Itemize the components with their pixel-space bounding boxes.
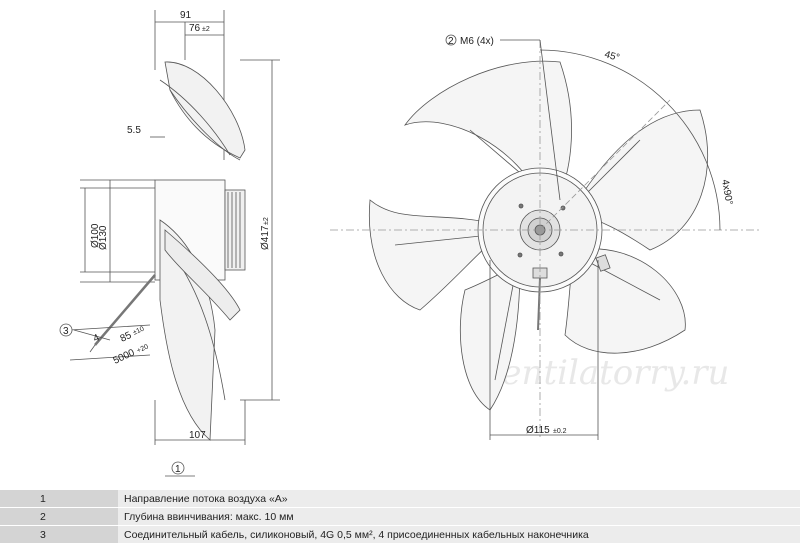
callout-3: 3: [63, 326, 69, 337]
note-text: Глубина ввинчивания: макс. 10 мм: [118, 507, 800, 526]
fan-blade: [564, 248, 686, 354]
note-text: Соединительный кабель, силиконовый, 4G 0…: [118, 525, 800, 544]
side-view: [59, 10, 280, 477]
fan-blade: [574, 109, 708, 251]
dim-5-5: 5.5: [127, 125, 141, 136]
dim-76: 76: [189, 23, 201, 34]
callout-2: 2: [448, 36, 454, 47]
dim-76-tol: ±2: [202, 26, 210, 33]
dim-5000: 5000: [112, 347, 137, 367]
fan-technical-drawing: Ventilatorry.ru: [59, 10, 760, 477]
fan-blade: [368, 199, 501, 311]
note-row: 1 Направление потока воздуха «A»: [0, 490, 800, 508]
dim-5000-tol: +20: [136, 343, 150, 354]
watermark: Ventilatorry.ru: [480, 353, 729, 393]
dim-417-tol: ±2: [263, 217, 270, 225]
fan-blade: [403, 60, 572, 201]
dim-85-tol: ±10: [132, 326, 146, 337]
dim-100: Ø100: [90, 223, 101, 248]
note-row: 3 Соединительный кабель, силиконовый, 4G…: [0, 525, 800, 544]
front-view-labels: 2 M6 (4x) 45° 4x90° Ø115 ±0.2: [448, 36, 734, 436]
angle-4x90: 4x90°: [719, 179, 734, 206]
dim-115-tol: ±0.2: [553, 428, 567, 435]
dim-85: 85: [119, 330, 134, 345]
note-number: 3: [0, 525, 118, 544]
note-row: 2 Глубина ввинчивания: макс. 10 мм: [0, 507, 800, 526]
dim-107: 107: [189, 430, 206, 441]
dim-130: Ø130: [98, 225, 109, 250]
front-view: [330, 34, 760, 440]
dim-417: Ø417: [260, 225, 271, 250]
notes-table: 1 Направление потока воздуха «A» 2 Глуби…: [0, 490, 800, 544]
note-number: 2: [0, 507, 118, 526]
callout-1: 1: [175, 464, 181, 475]
dim-115: Ø115: [526, 425, 550, 436]
note-number: 1: [0, 490, 118, 508]
thread-label: M6 (4x): [460, 36, 494, 47]
dim-91: 91: [180, 10, 192, 21]
dim-4: 4: [92, 332, 102, 345]
note-text: Направление потока воздуха «A»: [118, 490, 800, 508]
angle-45: 45°: [603, 49, 620, 64]
